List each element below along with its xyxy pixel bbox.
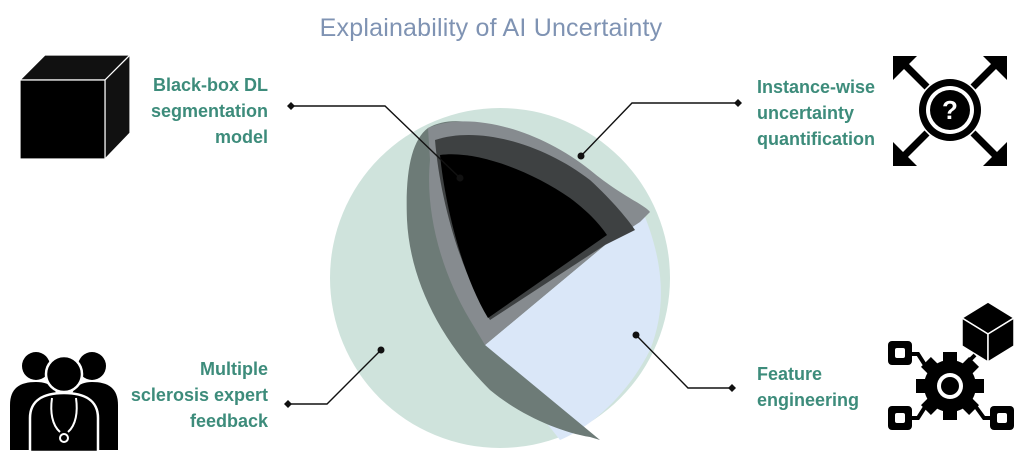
gear-network-icon [888, 301, 1016, 430]
label-line: feedback [189, 411, 268, 431]
label-line: quantification [757, 129, 875, 149]
connector-end-diamond [728, 384, 736, 392]
svg-text:?: ? [942, 95, 958, 125]
connectors [288, 102, 738, 405]
sphere-graphic [330, 108, 670, 448]
label-line: Black-box DL [152, 75, 268, 95]
label-instance-wise-uncertainty: Instance-wise uncertainty quantification [757, 74, 897, 152]
diagram-title: Explainability of AI Uncertainty [319, 14, 663, 42]
label-black-box-model: Black-box DL segmentation model [118, 72, 268, 150]
label-line: model [214, 127, 268, 147]
sphere-blue-face [485, 205, 661, 440]
connector-end-dot [456, 174, 464, 182]
connector-end-dot [377, 346, 385, 354]
label-line: engineering [757, 390, 860, 410]
medical-experts-icon [10, 352, 118, 454]
connector-ms-feedback [288, 349, 382, 405]
label-line: segmentation [150, 101, 268, 121]
connector-end-dot [577, 152, 585, 160]
black-cube-icon [18, 53, 132, 161]
sphere-core [440, 154, 607, 318]
label-line: sclerosis expert [130, 385, 268, 405]
label-line: Multiple [200, 359, 268, 379]
label-line: Instance-wise [757, 77, 876, 97]
connector-end-diamond [284, 400, 292, 408]
connector-end-diamond [734, 99, 742, 107]
label-feature-engineering: Feature engineering [757, 361, 887, 413]
question-expand-icon: ? [893, 56, 1007, 166]
connector-black-box [291, 105, 461, 179]
connector-instance-wise [580, 102, 738, 157]
label-line: Feature [757, 364, 823, 384]
connector-end-dot [632, 331, 640, 339]
connector-end-diamond [287, 102, 295, 110]
label-line: uncertainty [757, 103, 855, 123]
label-ms-expert-feedback: Multiple sclerosis expert feedback [118, 356, 268, 434]
connector-feature [635, 334, 732, 389]
